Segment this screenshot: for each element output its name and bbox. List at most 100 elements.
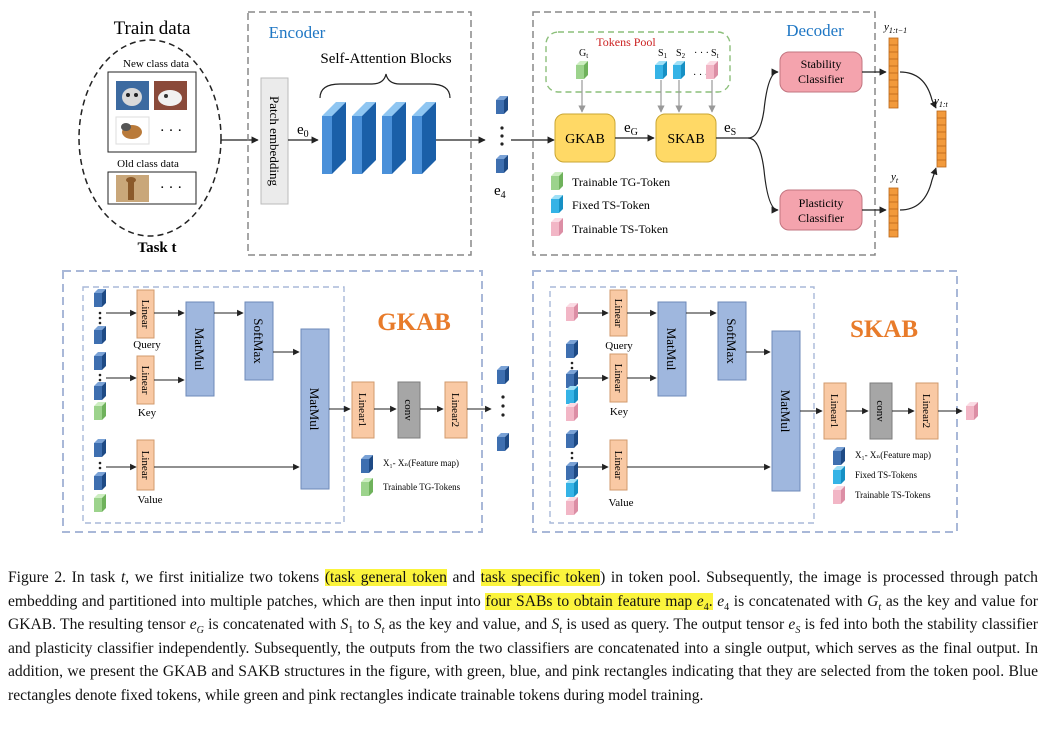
stability-classifier-label: Stability [801, 57, 842, 71]
skab-inner-box [549, 286, 815, 524]
skab-panel-title: SKAB [850, 316, 918, 343]
svg-text:Linear: Linear [139, 451, 151, 480]
y-t-label: yt [890, 171, 899, 185]
gkab-conv [397, 381, 421, 439]
gkab-inner-box [82, 286, 345, 524]
highlight-task-specific-token: task specific token [480, 569, 601, 586]
new-class-ellipsis: · · · [160, 123, 183, 139]
st-token-label: St [711, 48, 719, 60]
svg-text:MatMul: MatMul [307, 388, 322, 431]
skab-legend-feature: X₁- Xₙ(Feature map) [855, 450, 931, 460]
legend-tg-token-icon [551, 172, 563, 190]
feature-token-2 [496, 155, 508, 173]
gkab-query-linear [136, 289, 155, 339]
animal-image-3 [115, 116, 150, 145]
encoder-title: Encoder [269, 23, 326, 42]
legend-ts-token: Trainable TS-Token [572, 222, 668, 236]
tokens-pool-box [545, 31, 731, 93]
svg-text:Linear2: Linear2 [449, 393, 461, 427]
skab-matmul-1 [657, 301, 687, 397]
skab-value-label: Value [608, 497, 633, 509]
sab-brace [319, 73, 451, 99]
svg-text:Linear: Linear [139, 300, 151, 329]
svg-text:Classifier: Classifier [798, 211, 844, 225]
pool-tg-token [576, 61, 588, 79]
highlight-four-sabs: four SABs to obtain feature map e4. [485, 592, 713, 613]
svg-text:Linear1: Linear1 [828, 394, 840, 428]
es-label: eS [724, 120, 736, 138]
skab-value-linear [609, 439, 628, 491]
skab-query-label: Query [605, 340, 633, 352]
decoder-box [532, 11, 876, 256]
gkab-legend-feature: X₁- Xₙ(Feature map) [383, 458, 459, 468]
gkab-panel [62, 270, 483, 533]
gkab-linear1 [351, 381, 375, 439]
skab-softmax [717, 301, 747, 381]
skab-block-label: SKAB [667, 132, 704, 147]
sab-block-4 [412, 102, 436, 174]
sab-block-1 [322, 102, 346, 174]
skab-legend-ts: Trainable TS-Tokens [855, 490, 931, 500]
svg-text:Linear1: Linear1 [356, 393, 368, 427]
gkab-key-label: Key [138, 407, 157, 419]
gkab-query-label: Query [133, 339, 161, 351]
svg-text:Linear: Linear [139, 366, 151, 395]
svg-text:conv: conv [874, 400, 886, 422]
highlight-task-general-token: (task general token [324, 569, 447, 586]
skab-legend-fixed: Fixed TS-Tokens [855, 470, 917, 480]
svg-text:Classifier: Classifier [798, 72, 844, 86]
pool-fixed-token-2 [673, 61, 685, 79]
gkab-matmul-1 [185, 301, 215, 397]
gkab-legend-tg: Trainable TG-Tokens [383, 482, 461, 492]
pool-ellipsis: · · · [694, 48, 709, 59]
svg-text:· · ·: · · · [693, 70, 708, 81]
svg-text:MatMul: MatMul [778, 390, 793, 433]
final-output-vector [936, 110, 947, 168]
gkab-panel-title: GKAB [377, 309, 451, 336]
feature-token-1 [496, 96, 508, 114]
figure-caption: Figure 2. In task t, we first initialize… [8, 569, 1038, 704]
train-data-title: Train data [114, 18, 191, 39]
eg-label: eG [624, 120, 638, 138]
svg-text:Linear2: Linear2 [920, 394, 932, 428]
g-token-label: Gt [579, 48, 588, 60]
gkab-softmax [244, 301, 274, 381]
pool-fixed-token-1 [655, 61, 667, 79]
gkab-value-linear [136, 439, 155, 491]
patch-embedding-box [260, 77, 289, 205]
old-class-ellipsis: · · · [160, 180, 183, 196]
svg-text:MatMul: MatMul [664, 328, 679, 371]
skab-panel [532, 270, 958, 533]
svg-text:Linear: Linear [612, 299, 624, 328]
svg-text:SoftMax: SoftMax [251, 318, 266, 364]
pool-ts-token [706, 61, 718, 79]
legend-tg-token: Trainable TG-Token [572, 175, 670, 189]
skab-output-token [966, 402, 978, 420]
svg-text:MatMul: MatMul [192, 328, 207, 371]
method-figure: Train data New class data · · · Old clas… [62, 11, 978, 533]
decoder-title: Decoder [786, 21, 844, 40]
stability-output-vector [888, 37, 899, 109]
tokens-pool-label: Tokens Pool [596, 35, 656, 49]
train-data-ellipse [78, 39, 222, 237]
gkab-matmul-2 [300, 328, 330, 490]
gkab-block-label: GKAB [565, 132, 605, 147]
legend-fixed-token-icon [551, 195, 563, 213]
s2-token-label: S2 [676, 48, 686, 60]
plasticity-output-vector [888, 187, 899, 238]
svg-text:Linear: Linear [612, 364, 624, 393]
giraffe-image [116, 175, 149, 202]
gkab-value-label: Value [137, 494, 162, 506]
patch-embedding-label: Patch embedding [267, 96, 282, 186]
legend-ts-token-icon [551, 218, 563, 236]
skab-key-label: Key [610, 406, 629, 418]
cat-image-1 [116, 81, 149, 110]
svg-text:Linear: Linear [612, 451, 624, 480]
encoder-box [247, 11, 472, 256]
plasticity-classifier-label: Plasticity [799, 196, 844, 210]
svg-text:SoftMax: SoftMax [724, 318, 739, 364]
sab-block-3 [382, 102, 406, 174]
e4-label: e4 [494, 183, 506, 201]
svg-text:conv: conv [402, 399, 414, 421]
new-class-label: New class data [123, 58, 189, 70]
